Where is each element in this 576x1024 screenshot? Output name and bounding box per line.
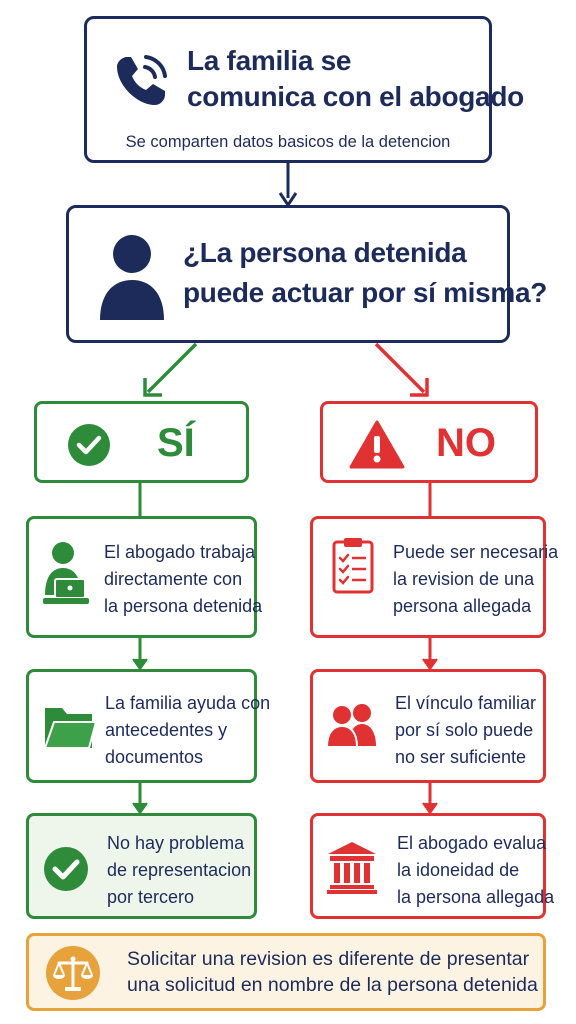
yes-step-3: No hay problema de representacion por te…: [26, 813, 257, 919]
step-line: persona allegada: [393, 596, 532, 616]
footer-line: una solicitud en nombre de la persona de…: [127, 974, 538, 996]
no-step-1: Puede ser necesaria la revision de una p…: [310, 516, 558, 638]
connector-question-no: [374, 342, 426, 394]
no-label: NO: [436, 421, 496, 465]
footer-note: Solicitar una revision es diferente de p…: [26, 933, 546, 1011]
clipboard-checklist-icon: [332, 538, 374, 594]
start-subtitle: Se comparten datos basicos de la detenci…: [125, 133, 451, 151]
check-circle-icon: [68, 424, 110, 466]
step-line: El abogado trabaja: [104, 542, 256, 562]
start-title-line: La familia se: [187, 45, 352, 76]
arrowhead-no-step2: [422, 658, 438, 671]
yes-header: SÍ: [34, 401, 249, 483]
folder-icon: [44, 708, 97, 749]
yes-label: SÍ: [157, 421, 195, 465]
person-laptop-icon: [43, 542, 89, 604]
step-line: la revision de una: [393, 569, 535, 589]
arrowhead-no-step3: [422, 802, 438, 815]
person-icon: [100, 235, 164, 320]
step-line: por tercero: [107, 887, 195, 907]
start-title: La familia se comunica con el abogado: [187, 43, 524, 115]
no-step-3-text: El abogado evalua la idoneidad de la per…: [397, 830, 554, 911]
step-line: la idoneidad de: [397, 860, 520, 880]
footer-line: Solicitar una revision es diferente de p…: [127, 948, 530, 970]
question-box: ¿La persona detenida puede actuar por sí…: [66, 205, 547, 343]
step-line: El abogado evalua: [397, 833, 547, 853]
arrowhead-question-yes: [143, 378, 162, 397]
phone-icon: [117, 55, 167, 105]
start-box: La familia se comunica con el abogado Se…: [84, 16, 524, 163]
no-step-1-text: Puede ser necesaria la revision de una p…: [393, 539, 558, 620]
no-step-3: El abogado evalua la idoneidad de la per…: [310, 813, 554, 919]
step-line: antecedentes y: [105, 720, 228, 740]
connector-question-yes: [146, 342, 198, 394]
yes-step-3-text: No hay problema de representacion por te…: [107, 830, 251, 911]
step-line: la persona allegada: [397, 887, 555, 907]
step-line: La familia ayuda con: [105, 693, 271, 713]
step-line: No hay problema: [107, 833, 245, 853]
no-step-2-text: El vínculo familiar por sí solo puede no…: [395, 690, 536, 771]
arrowhead-question-no: [410, 378, 429, 397]
question-text: ¿La persona detenida puede actuar por sí…: [183, 233, 547, 313]
step-line: la persona detenida: [104, 596, 263, 616]
step-line: directamente con: [104, 569, 243, 589]
question-line: puede actuar por sí misma?: [183, 277, 548, 308]
arrowhead-yes-step3: [132, 802, 148, 815]
check-circle-icon: [44, 847, 88, 891]
warning-icon: [349, 420, 405, 469]
footer-text: Solicitar una revision es diferente de p…: [127, 946, 538, 998]
step-line: de representacion: [107, 860, 252, 880]
yes-step-2: La familia ayuda con antecedentes y docu…: [26, 669, 270, 783]
start-title-line: comunica con el abogado: [187, 81, 524, 112]
step-line: El vínculo familiar: [395, 693, 537, 713]
scales-icon: [46, 946, 100, 1000]
people-icon: [325, 704, 376, 748]
step-line: por sí solo puede: [395, 720, 534, 740]
step-line: documentos: [105, 747, 204, 767]
courthouse-icon: [327, 842, 377, 894]
step-line: Puede ser necesaria: [393, 542, 559, 562]
no-step-2: El vínculo familiar por sí solo puede no…: [310, 669, 546, 783]
no-header: NO: [320, 401, 538, 483]
question-line: ¿La persona detenida: [183, 237, 467, 268]
yes-step-1-text: El abogado trabaja directamente con la p…: [104, 539, 262, 620]
arrowhead-yes-step2: [132, 658, 148, 671]
yes-step-2-text: La familia ayuda con antecedentes y docu…: [105, 690, 270, 771]
step-line: no ser suficiente: [395, 747, 527, 767]
yes-step-1: El abogado trabaja directamente con la p…: [26, 516, 262, 638]
